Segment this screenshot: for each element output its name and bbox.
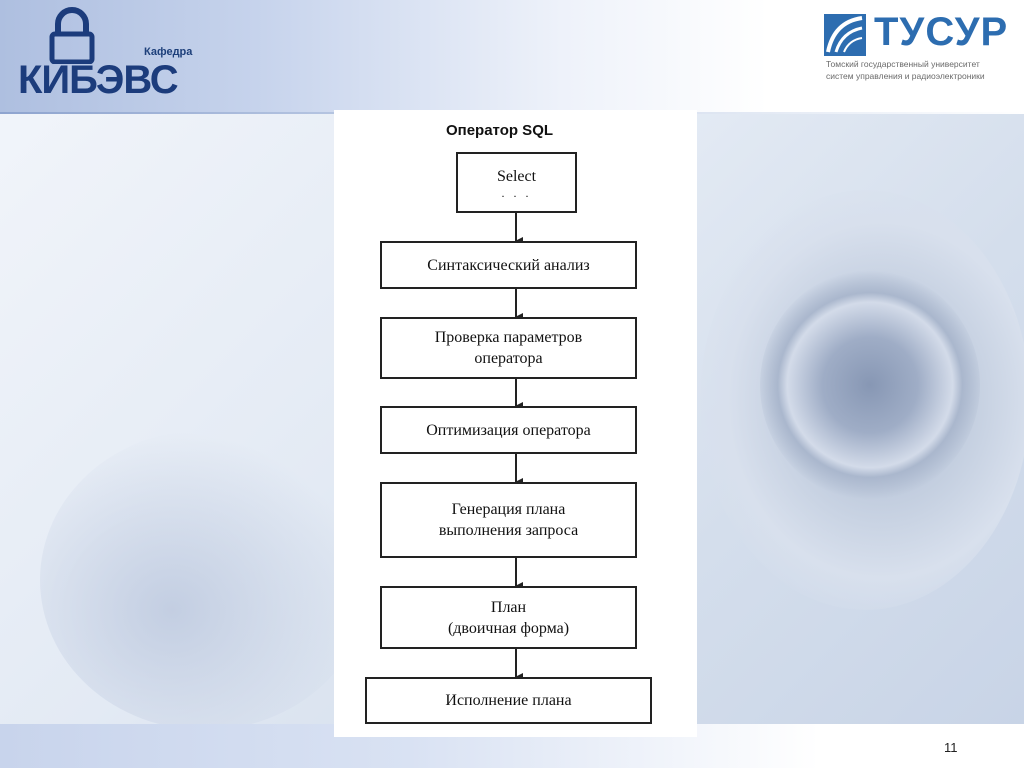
step-binary-plan-line1: План [490,598,527,616]
step-plan-execution: Исполнение плана [365,677,652,724]
kibevs-wordmark: КИБЭВС [18,58,179,102]
step-binary-plan-line2: (двоичная форма) [447,619,570,637]
step-syntax-analysis: Синтаксический анализ [380,241,637,289]
kafedra-label: Кафедра [144,46,193,58]
step-parameter-check: Проверка параметров оператора [380,317,637,379]
step-select-line2: . . . [501,186,532,200]
tusur-subtitle: Томский государственный университет сист… [826,58,1022,82]
tusur-subtitle-line2: систем управления и радиоэлектроники [826,71,985,81]
step-plan-execution-line1: Исполнение плана [445,692,572,709]
step-binary-plan: План (двоичная форма) [380,586,637,649]
tusur-emblem-icon [824,14,866,56]
tusur-subtitle-line1: Томский государственный университет [826,59,980,69]
flowchart-arrows [515,213,523,681]
slide-number: 11 [944,740,958,755]
flowchart-title: Оператор SQL [445,122,554,139]
step-select-line1: Select [496,168,537,185]
step-select: Select . . . [456,152,577,213]
step-optimization: Оптимизация оператора [380,406,637,454]
kibevs-logo: Кафедра КИБЭВС [16,6,206,106]
step-optimization-line1: Оптимизация оператора [426,421,591,439]
step-plan-generation-line1: Генерация плана [451,501,566,518]
step-parameter-check-line2: оператора [474,350,543,367]
step-syntax-analysis-line1: Синтаксический анализ [427,256,590,274]
step-plan-generation: Генерация плана выполнения запроса [380,482,637,558]
lock-icon [49,7,95,64]
tusur-wordmark: ТУСУР [874,10,1009,54]
step-parameter-check-line1: Проверка параметров [434,329,583,346]
step-plan-generation-line2: выполнения запроса [438,522,579,539]
tusur-logo: ТУСУР Томский государственный университе… [824,10,1022,94]
flowchart-panel: Оператор SQL Select . . . Синтаксический… [334,110,697,737]
